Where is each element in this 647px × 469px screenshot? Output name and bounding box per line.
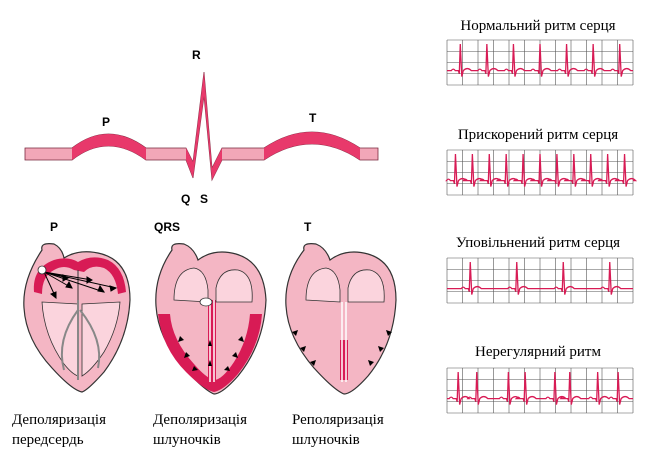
av-node	[199, 297, 213, 307]
heart-ventricular-repolarization	[285, 243, 397, 395]
ecg-wave-ribbon	[24, 71, 379, 182]
ventricle-septum	[340, 340, 348, 380]
wave-label-q: Q	[181, 192, 190, 206]
caption-line1: Деполяризація	[153, 412, 247, 428]
conduction-bundle	[60, 300, 101, 380]
ecg-trace	[447, 371, 633, 405]
ecg-trace	[447, 43, 633, 77]
ventricle-septum	[208, 300, 216, 380]
ecg-trace	[447, 261, 633, 295]
phase-letter-p: P	[50, 220, 58, 234]
ecg-wave-p-hump	[72, 134, 146, 160]
wave-label-p: P	[102, 115, 110, 129]
caption-line1: Реполяризація	[292, 412, 384, 428]
wave-label-r: R	[192, 48, 201, 62]
ventricle-wall-highlight	[158, 314, 262, 392]
heart-ventricular-depolarization	[155, 243, 267, 395]
ecg-wave-qrs	[186, 72, 222, 180]
caption-line2: шлуночків	[292, 432, 360, 448]
heart-atrial-depolarization	[23, 243, 131, 393]
ecg-wave: P R Q S T	[24, 48, 379, 206]
rhythm-strip-normal	[446, 39, 634, 86]
phase-letter-qrs: QRS	[154, 220, 180, 234]
caption-line2: шлуночків	[153, 432, 221, 448]
rhythm-strip-fast	[445, 149, 638, 196]
rhythm-title-fast: Прискорений ритм серця	[457, 127, 619, 143]
wave-label-s: S	[200, 192, 208, 206]
caption-line2: передсердь	[12, 432, 84, 448]
ventricle-chamber-right	[81, 301, 121, 377]
phase-letter-t: T	[304, 220, 312, 234]
caption-ventricular-repolarization: Реполяризація шлуночків	[292, 410, 384, 450]
rhythm-strip-irregular	[446, 367, 634, 414]
rhythm-title-normal: Нормальний ритм серця	[460, 18, 616, 34]
rhythm-title-slow: Уповільнений ритм серця	[455, 235, 621, 251]
rhythm-strips	[445, 39, 638, 414]
atria-wall-highlight	[33, 257, 126, 294]
caption-line1: Деполяризація	[12, 412, 106, 428]
atria-chamber-left	[173, 267, 209, 303]
caption-atrial-depolarization: Деполяризація передсердь	[12, 410, 106, 450]
atria-chamber-right	[347, 269, 385, 303]
ventricular-arrows	[178, 336, 244, 371]
atria-chamber-left	[305, 267, 341, 303]
sa-node	[37, 265, 47, 275]
atrial-arrows	[43, 271, 118, 300]
rhythm-strip-slow	[446, 257, 634, 304]
wave-label-t: T	[309, 111, 317, 125]
repolarization-arrows	[292, 330, 392, 366]
ventricle-chamber-left	[41, 301, 79, 377]
ecg-wave-t-hump	[264, 132, 360, 160]
atria-chamber-right	[215, 269, 253, 303]
ecg-trace	[445, 153, 638, 187]
rhythm-title-irregular: Нерегулярний ритм	[475, 344, 601, 360]
conduction-bundle	[341, 302, 347, 382]
caption-ventricular-depolarization: Деполяризація шлуночків	[153, 410, 247, 450]
